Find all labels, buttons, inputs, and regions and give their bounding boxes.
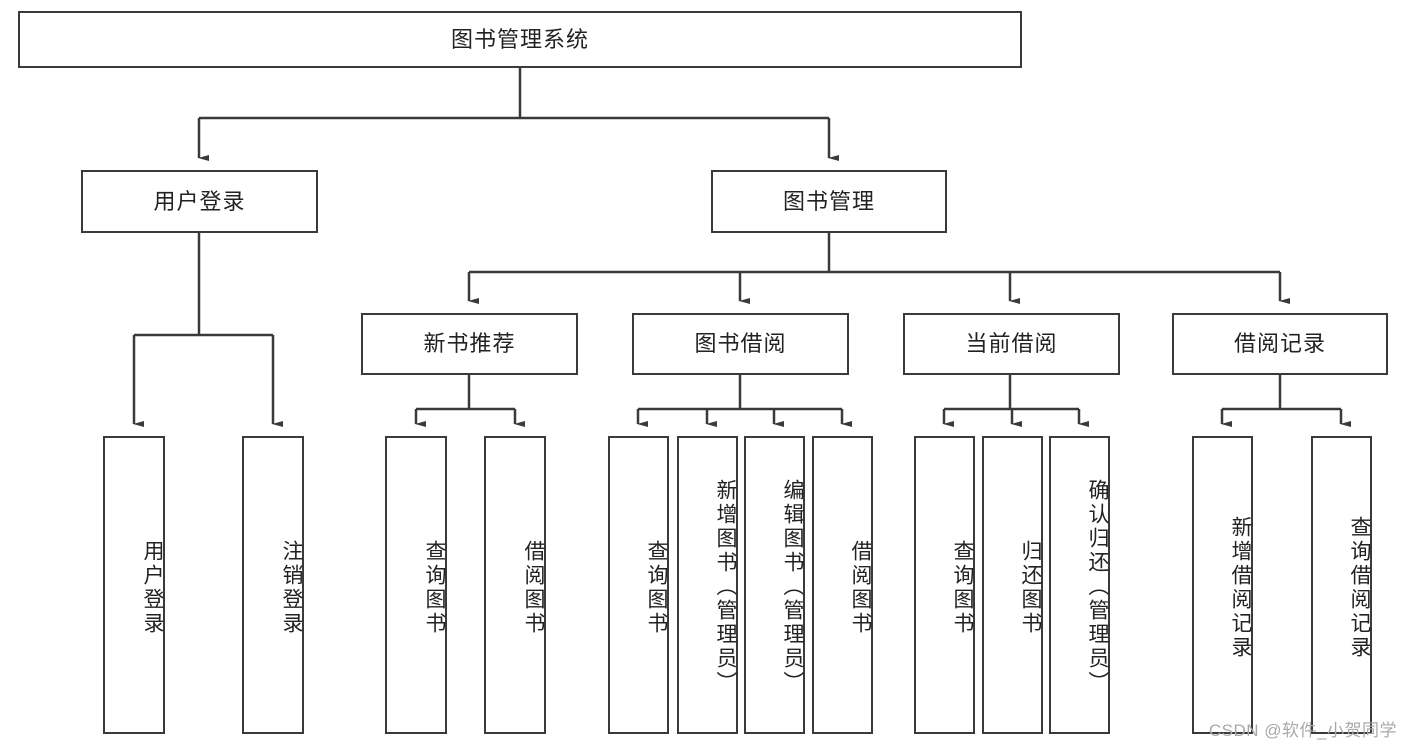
node-leaf-borrow-book-recommend[interactable]: 借阅图书	[484, 436, 546, 734]
node-leaf-add-borrow-record[interactable]: 新增借阅记录	[1192, 436, 1253, 734]
node-leaf-borrow-book-recommend-label: 借阅图书	[522, 540, 545, 636]
node-root[interactable]: 图书管理系统	[18, 11, 1022, 68]
node-root-label: 图书管理系统	[450, 26, 589, 52]
node-leaf-query-borrow-record-label: 查询借阅记录	[1348, 516, 1371, 660]
node-leaf-borrow-book-label: 借阅图书	[849, 540, 872, 636]
node-leaf-add-borrow-record-label: 新增借阅记录	[1229, 516, 1252, 660]
node-leaf-user-login-label: 用户登录	[141, 540, 164, 636]
node-leaf-query-book-current[interactable]: 查询图书	[914, 436, 975, 734]
node-leaf-query-book-recommend-label: 查询图书	[423, 540, 446, 636]
node-book-borrow-label: 图书借阅	[694, 331, 787, 357]
node-leaf-query-book[interactable]: 查询图书	[608, 436, 669, 734]
node-leaf-query-borrow-record[interactable]: 查询借阅记录	[1311, 436, 1372, 734]
node-leaf-return-book-label: 归还图书	[1019, 540, 1042, 636]
node-leaf-borrow-book[interactable]: 借阅图书	[812, 436, 873, 734]
node-borrow-record[interactable]: 借阅记录	[1172, 313, 1388, 375]
node-leaf-edit-book[interactable]: 编辑图书（管理员）	[744, 436, 805, 734]
node-leaf-return-book[interactable]: 归还图书	[982, 436, 1043, 734]
node-borrow-record-label: 借阅记录	[1233, 331, 1326, 357]
node-leaf-confirm-return-label: 确认归还（管理员）	[1086, 479, 1109, 695]
node-leaf-edit-book-label: 编辑图书（管理员）	[781, 479, 804, 695]
node-leaf-user-logout-label: 注销登录	[280, 540, 303, 636]
csdn-watermark: CSDN @软件_小贺同学	[1208, 721, 1397, 740]
node-user-login-label: 用户登录	[153, 188, 246, 214]
node-new-book-recommend[interactable]: 新书推荐	[361, 313, 578, 375]
node-user-login[interactable]: 用户登录	[81, 170, 318, 233]
node-current-borrow-label: 当前借阅	[965, 331, 1058, 357]
node-leaf-add-book-label: 新增图书（管理员）	[714, 479, 737, 695]
node-leaf-add-book[interactable]: 新增图书（管理员）	[677, 436, 738, 734]
node-book-management[interactable]: 图书管理	[711, 170, 947, 233]
node-leaf-user-login[interactable]: 用户登录	[103, 436, 165, 734]
node-leaf-query-book-current-label: 查询图书	[951, 540, 974, 636]
node-book-borrow[interactable]: 图书借阅	[632, 313, 849, 375]
node-leaf-confirm-return[interactable]: 确认归还（管理员）	[1049, 436, 1110, 734]
node-current-borrow[interactable]: 当前借阅	[903, 313, 1120, 375]
node-leaf-user-logout[interactable]: 注销登录	[242, 436, 304, 734]
node-book-management-label: 图书管理	[782, 188, 875, 214]
node-new-book-recommend-label: 新书推荐	[423, 331, 516, 357]
node-leaf-query-book-label: 查询图书	[645, 540, 668, 636]
node-leaf-query-book-recommend[interactable]: 查询图书	[385, 436, 447, 734]
